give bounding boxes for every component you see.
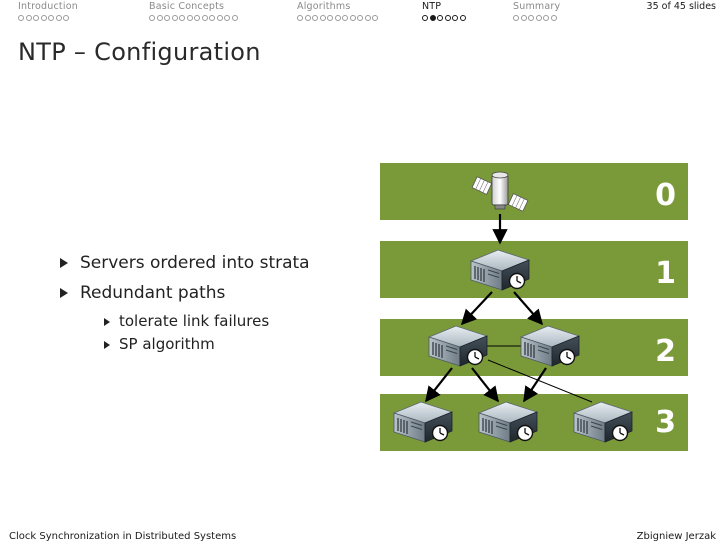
nav-slide-dot[interactable] — [186, 15, 193, 21]
slide-counter: 35 of 45 slides — [646, 1, 716, 12]
footer-talk-title: Clock Synchronization in Distributed Sys… — [9, 531, 237, 542]
nav-section-title: Introduction — [18, 1, 78, 12]
nav-slide-dot[interactable] — [520, 15, 527, 21]
nav-slide-dot[interactable] — [459, 15, 466, 21]
nav-section-dots[interactable] — [18, 15, 78, 23]
nav-slide-dot[interactable] — [201, 15, 208, 21]
nav-slide-dot[interactable] — [422, 15, 428, 21]
link-s2b-s3b — [523, 367, 547, 403]
nav-slide-dot[interactable] — [149, 15, 155, 21]
nav-section-algorithms[interactable]: Algorithms — [297, 1, 380, 23]
nav-section-title: Summary — [513, 1, 561, 12]
bullet-item: Redundant paths — [60, 283, 225, 303]
sub-bullet-item: tolerate link failures — [104, 312, 269, 330]
nav-section-title: Algorithms — [297, 1, 351, 12]
bullet-text: Redundant paths — [80, 283, 226, 303]
network-links — [425, 214, 593, 403]
bullet-item: Servers ordered into strata — [60, 253, 310, 273]
nav-slide-dot[interactable] — [312, 15, 318, 21]
nav-slide-dot[interactable] — [543, 15, 549, 21]
sub-bullet-item: SP algorithm — [104, 335, 215, 353]
nav-slide-dot[interactable] — [179, 15, 185, 21]
nav-section-basic-concepts[interactable]: Basic Concepts — [149, 1, 239, 23]
nav-section-dots[interactable] — [297, 15, 380, 23]
nav-section-dots[interactable] — [422, 15, 467, 23]
nav-section-dots[interactable] — [513, 15, 560, 23]
nav-section-title: Basic Concepts — [149, 1, 225, 12]
stratum-band-1: 1 — [380, 241, 688, 298]
nav-slide-dot[interactable] — [342, 15, 348, 21]
bullet-triangle-icon — [104, 317, 110, 326]
nav-slide-dot[interactable] — [164, 15, 170, 21]
nav-slide-dot[interactable] — [357, 15, 363, 21]
nav-slide-dot[interactable] — [33, 15, 39, 21]
nav-slide-dot[interactable] — [25, 15, 32, 21]
nav-slide-dot[interactable] — [452, 15, 458, 21]
nav-slide-dot[interactable] — [372, 15, 378, 21]
bullet-text: SP algorithm — [119, 335, 215, 353]
link-s1-s2a — [460, 291, 493, 326]
nav-slide-dot[interactable] — [364, 15, 371, 21]
nav-section-summary[interactable]: Summary — [513, 1, 560, 23]
footer-author: Zbigniew Jerzak — [636, 531, 716, 542]
nav-section-ntp[interactable]: NTP — [422, 1, 467, 23]
bullet-text: tolerate link failures — [119, 312, 270, 330]
satellite-icon — [471, 171, 529, 212]
bullet-triangle-icon — [60, 288, 68, 298]
bullet-text: Servers ordered into strata — [80, 253, 310, 273]
link-s2a-s3a — [425, 367, 453, 403]
nav-slide-dot[interactable] — [528, 15, 534, 21]
link-s2a-s3c — [487, 359, 593, 403]
nav-slide-dot[interactable] — [48, 15, 54, 21]
nav-section-introduction[interactable]: Introduction — [18, 1, 78, 23]
nav-slide-dot[interactable] — [216, 15, 223, 21]
stratum-label: 0 — [655, 178, 676, 213]
nav-slide-dot[interactable] — [63, 15, 69, 21]
bullet-triangle-icon — [60, 258, 68, 268]
stratum-label: 2 — [655, 334, 676, 369]
nav-slide-dot[interactable] — [535, 15, 542, 21]
nav-slide-dot[interactable] — [444, 15, 451, 21]
nav-section-title: NTP — [422, 1, 442, 12]
bullet-triangle-icon — [104, 340, 110, 349]
nav-slide-dot[interactable] — [349, 15, 356, 21]
nav-slide-dot[interactable] — [513, 15, 519, 21]
nav-slide-dot[interactable] — [437, 15, 443, 21]
nav-slide-dot[interactable] — [171, 15, 178, 21]
nav-slide-dot[interactable] — [231, 15, 238, 21]
stratum-label: 1 — [655, 256, 676, 291]
stratum-label: 3 — [655, 405, 676, 440]
nav-slide-dot[interactable] — [429, 15, 436, 21]
nav-slide-dot[interactable] — [209, 15, 215, 21]
section-navigation: Introduction Basic Concepts Algorithms N… — [0, 0, 728, 34]
nav-slide-dot[interactable] — [55, 15, 62, 21]
nav-slide-dot[interactable] — [334, 15, 341, 21]
link-s2a-s3b — [471, 367, 499, 403]
stratum-band-0: 0 — [380, 163, 688, 220]
nav-slide-dot[interactable] — [40, 15, 47, 21]
nav-section-dots[interactable] — [149, 15, 239, 23]
nav-slide-dot[interactable] — [224, 15, 230, 21]
nav-slide-dot[interactable] — [319, 15, 326, 21]
nav-slide-dot[interactable] — [194, 15, 200, 21]
nav-slide-dot[interactable] — [297, 15, 303, 21]
nav-slide-dot[interactable] — [304, 15, 311, 21]
link-s1-s2b — [513, 291, 544, 326]
nav-slide-dot[interactable] — [18, 15, 24, 21]
nav-slide-dot[interactable] — [327, 15, 333, 21]
nav-slide-dot[interactable] — [550, 15, 557, 21]
nav-slide-dot[interactable] — [156, 15, 163, 21]
slide-title: NTP – Configuration — [18, 38, 261, 66]
